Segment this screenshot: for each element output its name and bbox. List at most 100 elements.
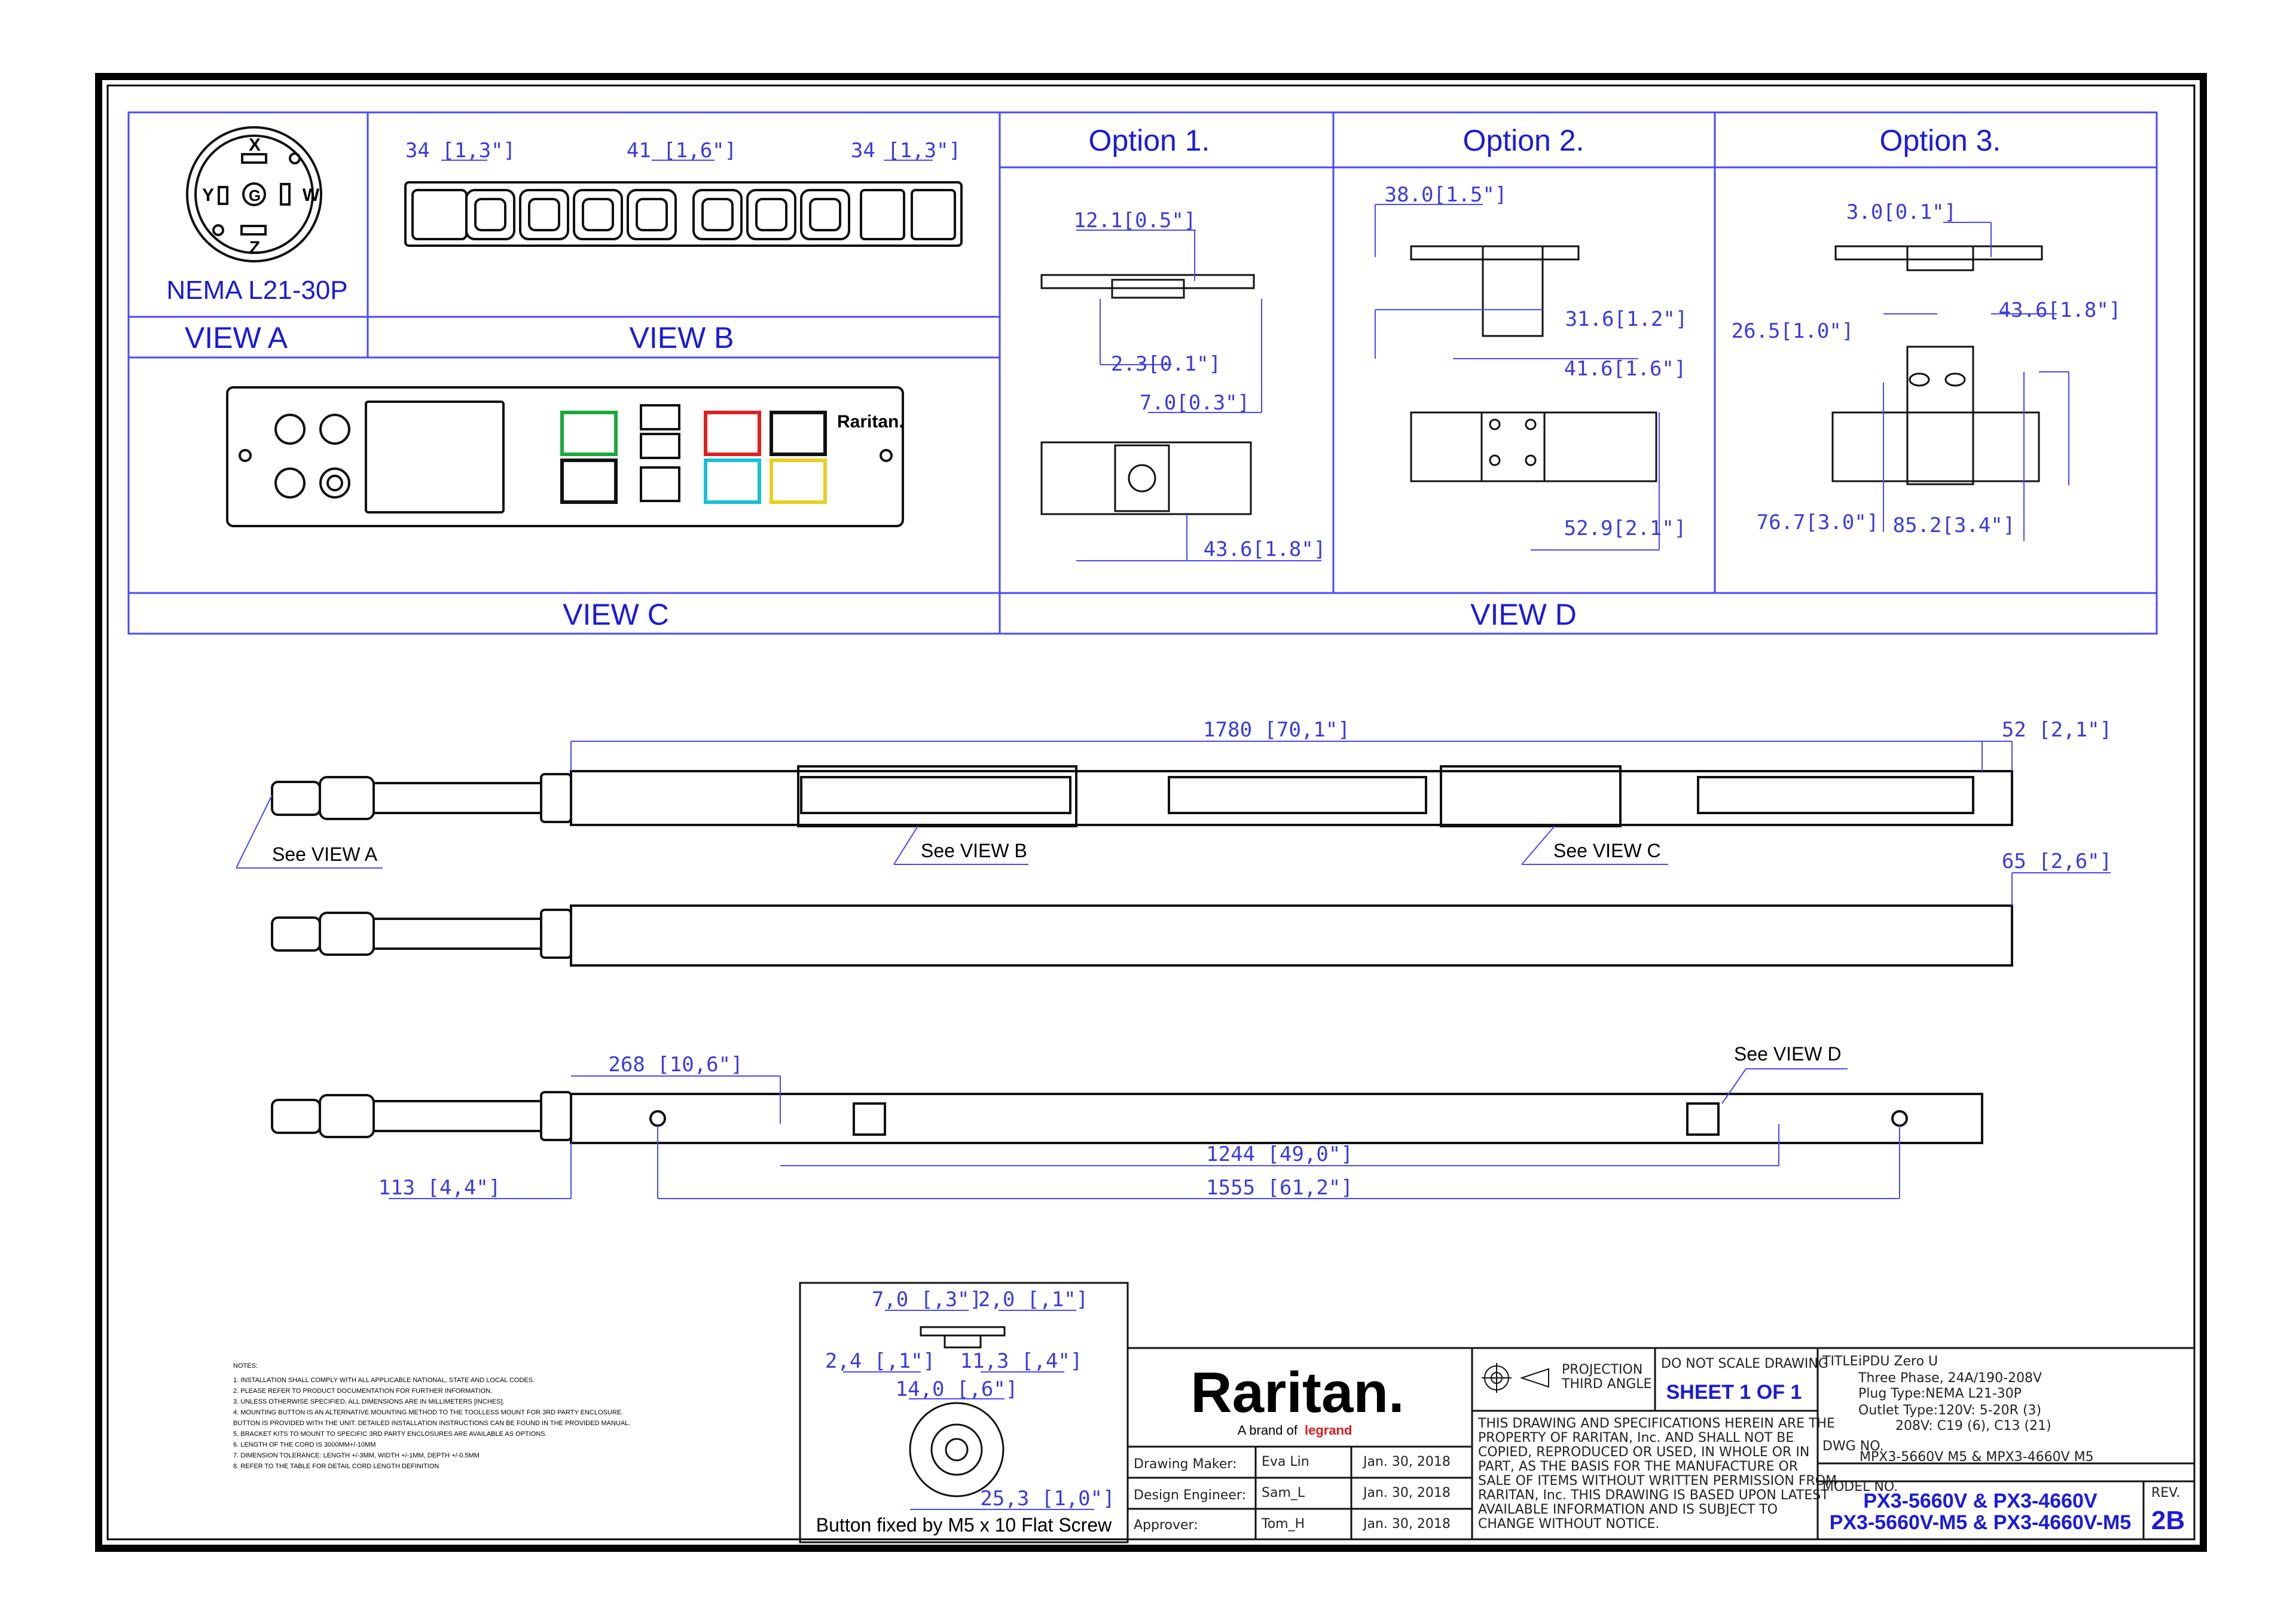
option-2-dim-1: 38.0[1.5"] [1385, 183, 1507, 207]
callout-see-view-d: See VIEW D [1734, 1043, 1842, 1065]
controller-panel-drawing [226, 386, 904, 527]
option-3-dim-2: 43.6[1.8"] [1999, 298, 2121, 322]
model-line-2: PX3-5660V-M5 & PX3-4660V-M5 [1830, 1511, 2132, 1534]
pin-y-label: Y [202, 185, 214, 205]
dim-length: 1780 [70,1"] [1203, 718, 1350, 742]
callout-leaders [236, 794, 1848, 1104]
dwg-label: DWG NO. [1822, 1439, 1884, 1454]
projection-line-1: PROJECTION [1562, 1362, 1642, 1377]
option-3-dim-3: 26.5[1.0"] [1732, 319, 1854, 343]
svg-text:5. BRACKET KITS TO MOUNT TO SP: 5. BRACKET KITS TO MOUNT TO SPECIFIC 3RD… [233, 1431, 547, 1438]
title-line-2: Three Phase, 24A/190-208V [1858, 1371, 2042, 1386]
svg-text:2. PLEASE REFER TO PRODUCT DOC: 2. PLEASE REFER TO PRODUCT DOCUMENTATION… [233, 1387, 492, 1395]
panel-raritan-logo: Raritan. [837, 412, 904, 432]
dim-1555: 1555 [61,2"] [1206, 1176, 1353, 1200]
svg-text:1. INSTALLATION SHALL COMPLY W: 1. INSTALLATION SHALL COMPLY WITH ALL AP… [233, 1377, 535, 1384]
row-1-role: Drawing Maker: [1134, 1457, 1237, 1472]
view-a-label: VIEW A [185, 321, 288, 354]
title-line-3: Plug Type:NEMA L21-30P [1858, 1386, 2022, 1401]
svg-text:PROPERTY OF RARITAN, Inc. AND: PROPERTY OF RARITAN, Inc. AND SHALL NOT … [1478, 1431, 1794, 1445]
model-label: MODEL NO. [1822, 1480, 1898, 1494]
button-dim-4: 11,3 [,4"] [960, 1349, 1083, 1373]
view-b-label: VIEW B [629, 321, 734, 354]
title-line-1: iPDU Zero U [1858, 1354, 1938, 1369]
row-2-name: Sam_L [1262, 1486, 1305, 1500]
view-b-dim-1: 34 [1,3"] [405, 139, 515, 163]
svg-text:AVAILABLE INFORMATION AND IS S: AVAILABLE INFORMATION AND IS SUBJECT TO [1478, 1502, 1778, 1517]
button-dim-2: 2,0 [,1"] [978, 1288, 1088, 1312]
option-2-dim-2: 31.6[1.2"] [1565, 307, 1688, 331]
option-1-title: Option 1. [1089, 124, 1210, 157]
title-block-grid [1126, 1347, 2196, 1541]
option-2-dim-3: 41.6[1.6"] [1564, 357, 1687, 381]
rev-label: REV. [2151, 1486, 2180, 1500]
option-3-title: Option 3. [1880, 124, 2001, 157]
dim-width: 52 [2,1"] [2002, 718, 2112, 742]
callout-see-view-a: See VIEW A [272, 843, 378, 865]
dim-268: 268 [10,6"] [608, 1053, 743, 1077]
svg-text:NOTES:: NOTES: [233, 1362, 258, 1370]
brand-name: legrand [1305, 1423, 1352, 1438]
row-1-date: Jan. 30, 2018 [1362, 1454, 1451, 1469]
option-1-dim-lines [1076, 230, 1321, 561]
option-2-dim-lines [1375, 204, 1660, 551]
panel-ports [560, 411, 827, 504]
disclaimer-block: THIS DRAWING AND SPECIFICATIONS HEREIN A… [1477, 1416, 1837, 1532]
row-1-name: Eva Lin [1262, 1454, 1309, 1469]
option-1-dim-3: 7.0[0.3"] [1140, 391, 1250, 415]
option-1-dim-2: 2.3[0.1"] [1111, 352, 1221, 376]
button-detail-dim-lines [843, 1310, 1094, 1510]
model-line-1: PX3-5660V & PX3-4660V [1863, 1490, 2097, 1512]
title-line-4: Outlet Type:120V: 5-20R (3) [1858, 1403, 2041, 1418]
sheet-number: SHEET 1 OF 1 [1666, 1381, 1802, 1404]
row-3-role: Approver: [1134, 1518, 1198, 1533]
dwg-number: MPX3-5660V M5 & MPX3-4660V M5 [1860, 1450, 2094, 1465]
svg-text:THIS DRAWING AND SPECIFICATION: THIS DRAWING AND SPECIFICATIONS HEREIN A… [1477, 1416, 1835, 1431]
button-dim-6: 25,3 [1,0"] [980, 1487, 1115, 1511]
option-3-dim-1: 3.0[0.1"] [1846, 200, 1956, 224]
outlet-strip-drawing [404, 181, 963, 247]
pin-w-label: W [303, 185, 320, 205]
svg-text:3. UNLESS OTHERWISE SPECIFIED,: 3. UNLESS OTHERWISE SPECIFIED, ALL DIMEN… [233, 1398, 505, 1405]
title-line-5: 208V: C19 (6), C13 (21) [1895, 1419, 2051, 1434]
svg-text:BUTTON IS PROVIDED WITH THE UN: BUTTON IS PROVIDED WITH THE UNIT. DETAIL… [233, 1420, 630, 1427]
dim-113: 113 [4,4"] [378, 1176, 501, 1200]
view-b-dim-3: 34 [1,3"] [851, 139, 961, 163]
option-3-drawing [1831, 245, 2043, 485]
svg-text:8. REFER TO THE TABLE FOR DETA: 8. REFER TO THE TABLE FOR DETAIL CORD LE… [233, 1463, 439, 1470]
svg-text:CHANGE WITHOUT NOTICE.: CHANGE WITHOUT NOTICE. [1478, 1517, 1659, 1532]
pdu-back-view [271, 1091, 1983, 1144]
projection-symbol [1482, 1363, 1549, 1393]
button-dim-3: 2,4 [,1"] [825, 1349, 935, 1373]
svg-text:COPIED, REPRODUCED OR USED, IN: COPIED, REPRODUCED OR USED, IN WHOLE OR … [1478, 1445, 1809, 1460]
title-block-logo: Raritan. [1190, 1361, 1404, 1425]
main-dim-lines [389, 741, 2111, 1199]
pin-x-label: X [249, 135, 261, 155]
title-label: TITLE: [1822, 1354, 1863, 1369]
option-3-dim-5: 85.2[3.4"] [1893, 514, 2016, 537]
brand-line: A brand of [1238, 1423, 1298, 1438]
row-2-role: Design Engineer: [1134, 1488, 1246, 1503]
view-b-dim-2: 41 [1,6"] [627, 139, 737, 163]
svg-text:SALE OF ITEMS WITHOUT WRITTEN: SALE OF ITEMS WITHOUT WRITTEN PERMISSION… [1478, 1474, 1837, 1488]
notes-block: NOTES: 1. INSTALLATION SHALL COMPLY WITH… [233, 1362, 630, 1470]
row-3-name: Tom_H [1261, 1517, 1305, 1532]
option-3-dim-lines [1883, 222, 2069, 541]
dim-depth: 65 [2,6"] [2002, 849, 2112, 873]
option-2-title: Option 2. [1463, 124, 1584, 157]
projection-line-2: THIRD ANGLE [1561, 1377, 1651, 1392]
plug-face-drawing [186, 126, 322, 262]
svg-text:PART, AS THE BASIS FOR THE MAN: PART, AS THE BASIS FOR THE MANUFACTURE O… [1478, 1459, 1798, 1474]
option-2-dim-4: 52.9[2.1"] [1564, 516, 1687, 540]
row-3-date: Jan. 30, 2018 [1362, 1517, 1451, 1532]
pdu-front-view [271, 765, 2013, 827]
callout-see-view-c: See VIEW C [1553, 840, 1661, 861]
dim-1244: 1244 [49,0"] [1206, 1142, 1353, 1166]
do-not-scale: DO NOT SCALE DRAWING [1661, 1356, 1828, 1371]
row-2-date: Jan. 30, 2018 [1362, 1486, 1451, 1500]
outer-frame [95, 73, 2207, 1552]
button-dim-1: 7,0 [,3"] [872, 1288, 982, 1312]
pin-z-label: Z [249, 238, 260, 258]
plug-type-label: NEMA L21-30P [166, 276, 347, 305]
